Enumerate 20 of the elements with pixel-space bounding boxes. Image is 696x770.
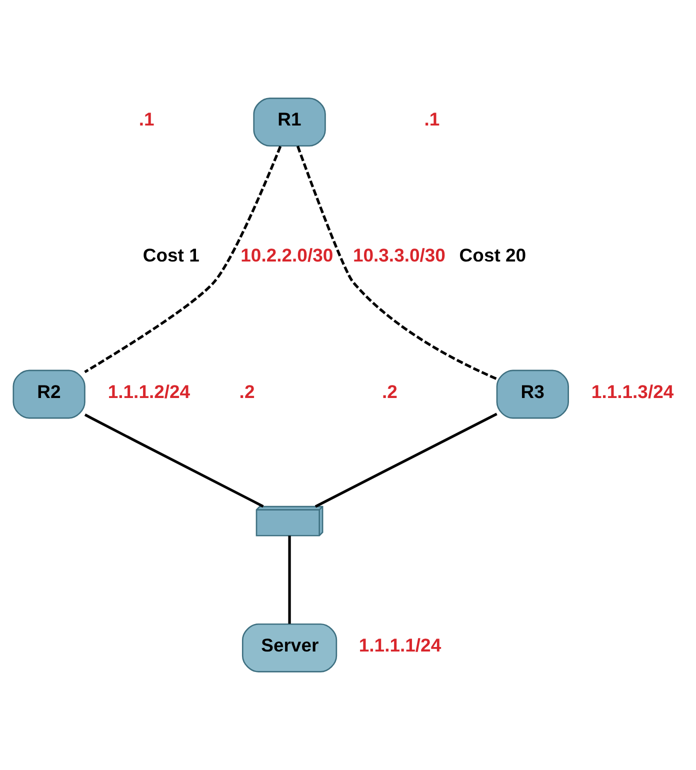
node-box: Server (242, 624, 338, 672)
edge-label: 10.3.3.0/30 (352, 244, 446, 266)
label: .2 (239, 380, 255, 402)
node-label: 1.1.1.1/24 (358, 634, 442, 656)
node-box: R1 (253, 98, 326, 146)
connector (84, 414, 264, 508)
label: Cost 20 (459, 244, 526, 266)
label: Cost 1 (142, 244, 200, 266)
label: .2 (382, 380, 398, 402)
connector (84, 146, 282, 374)
edge-label: 10.2.2.0/30 (240, 244, 334, 266)
connector (288, 536, 291, 624)
node-box: R2 (12, 370, 86, 419)
connector (296, 146, 498, 380)
node-label: 1.1.1.3/24 (591, 380, 674, 402)
node-label: 1.1.1.2/24 (108, 380, 190, 402)
connector (314, 412, 498, 508)
label: .1 (138, 108, 154, 130)
label: .1 (424, 108, 440, 130)
node-box: R3 (496, 370, 569, 419)
